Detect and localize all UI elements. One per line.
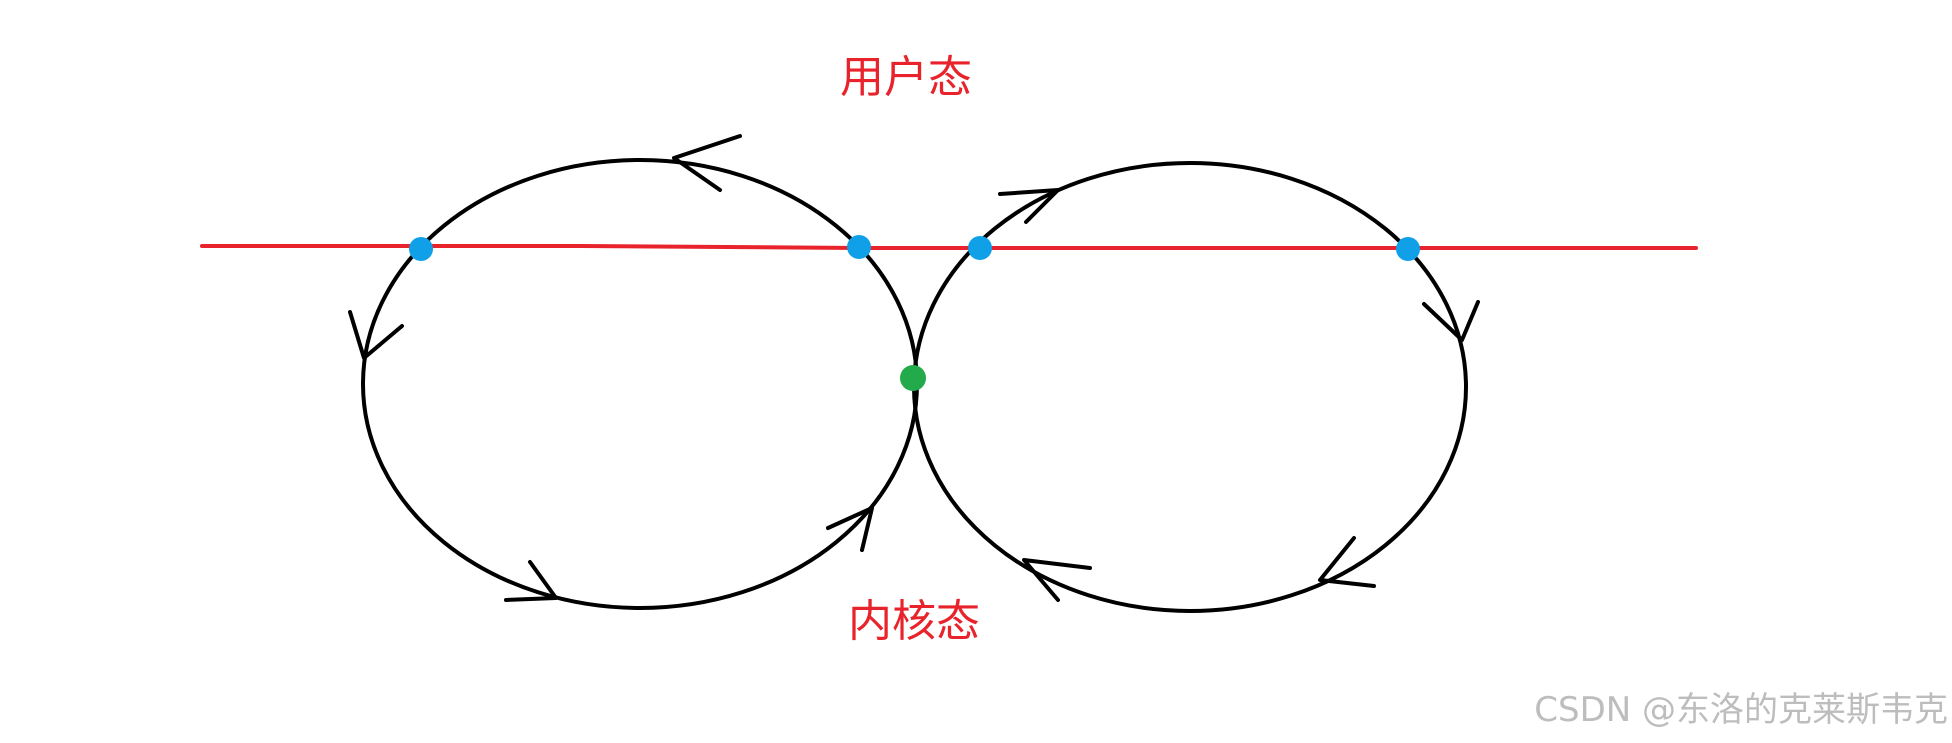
- kernel-mode-label: 内核态: [848, 596, 980, 647]
- watermark: CSDN @东洛的克莱斯韦克: [1534, 690, 1948, 730]
- transition-point-3: [968, 236, 992, 260]
- right-loop-bottom-arrow: [1022, 558, 1092, 602]
- transition-point-4: [1396, 237, 1420, 261]
- left-loop-left-arrow: [348, 310, 404, 360]
- transition-point-1: [409, 237, 433, 261]
- left-loop-right-arrow: [826, 506, 874, 552]
- left-loop: [361, 158, 919, 610]
- center-point: [900, 365, 926, 391]
- right-loop-top-arrow: [998, 188, 1060, 224]
- left-loop-bottom-arrow: [504, 560, 558, 602]
- right-loop-right-arrow: [1422, 300, 1480, 342]
- transition-point-2: [847, 235, 871, 259]
- left-loop-top-arrow: [672, 134, 742, 192]
- right-loop-lower-right-arrow: [1318, 536, 1376, 588]
- user-mode-label: 用户态: [840, 52, 972, 103]
- right-loop: [912, 161, 1468, 613]
